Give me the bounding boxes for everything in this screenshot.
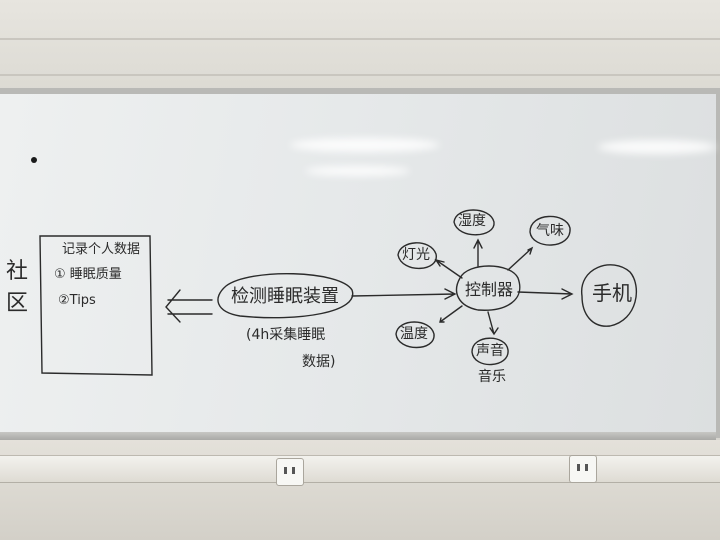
arrow-to-temperature [439, 305, 463, 323]
smell-node-label: 气味 [536, 223, 564, 239]
sound-node-label: 声音 [476, 343, 504, 359]
note-line-2: ① 睡眠质量 [54, 267, 122, 282]
power-outlet [276, 458, 304, 486]
community-label: 社区 [6, 259, 29, 316]
humidity-node-label: 湿度 [458, 213, 486, 229]
arrow-to-phone [517, 288, 574, 300]
arrow-to-light [434, 258, 463, 279]
temperature-node-label: 温度 [400, 326, 428, 342]
wall-rail [0, 455, 720, 483]
marker-tray [0, 432, 716, 440]
music-node-label: 音乐 [478, 369, 506, 385]
note-line-1: 记录个人数据 [62, 242, 141, 257]
humidity-bubble [453, 209, 495, 236]
light-reflection [290, 138, 440, 152]
controller-label: 控制器 [465, 280, 514, 299]
controller-bubble [455, 265, 521, 311]
light-node-label: 灯光 [402, 247, 430, 263]
smell-bubble [529, 215, 571, 246]
arrow-to-controller [351, 288, 457, 300]
arrow-to-sound [487, 311, 499, 336]
light-reflection [598, 140, 716, 154]
arrow-to-smell [507, 246, 534, 271]
power-outlet [569, 455, 597, 483]
left-arrow [165, 289, 213, 323]
sleep-device-label: 检测睡眠装置 [231, 286, 339, 307]
phone-label: 手机 [592, 281, 632, 305]
sound-bubble [471, 337, 509, 366]
upper-wall [0, 0, 720, 92]
phone-bubble [581, 264, 637, 327]
magnet-dot [31, 157, 37, 163]
temperature-bubble [395, 321, 435, 349]
wall-seam [0, 38, 720, 40]
light-reflection [305, 166, 410, 176]
wall-seam [0, 74, 720, 76]
note-line-3: ②Tips [58, 293, 96, 308]
arrow-to-humidity [473, 238, 483, 267]
device-note-line-1: (4h采集睡眠 [246, 327, 326, 343]
light-bubble [397, 242, 437, 270]
device-note-line-2: 数据) [302, 354, 336, 370]
note-box-outline [39, 235, 153, 376]
device-bubble [217, 273, 354, 319]
